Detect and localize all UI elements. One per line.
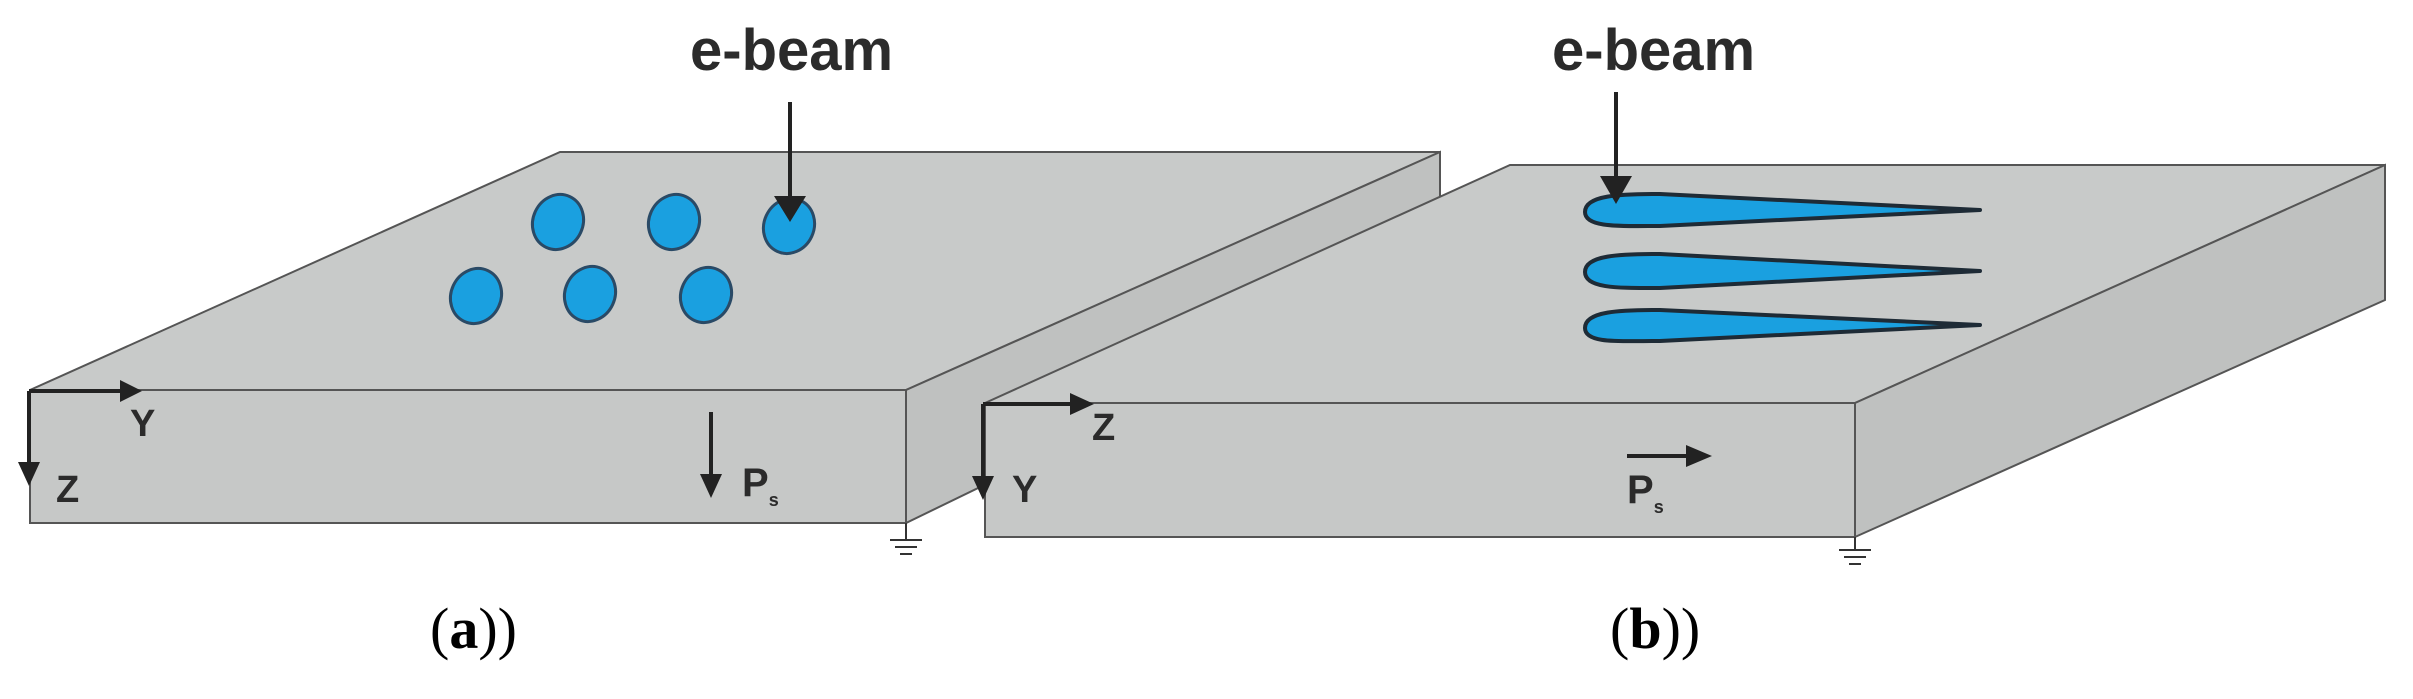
domain-dots bbox=[448, 193, 817, 325]
ps-arrowhead-b bbox=[1686, 445, 1712, 467]
e-beam-arrowhead-b bbox=[1600, 176, 1632, 204]
domain-dot bbox=[646, 193, 702, 251]
caption-a: (a)) bbox=[430, 596, 517, 661]
axis-v-arrowhead-b bbox=[972, 476, 994, 500]
axis-v-label-a: Z bbox=[56, 469, 79, 511]
ground-icon bbox=[1839, 537, 1871, 565]
axis-h-arrowhead-a bbox=[120, 380, 142, 402]
ground-icon bbox=[890, 523, 922, 555]
domain-dot bbox=[562, 265, 618, 323]
axis-h-label-b: Z bbox=[1092, 407, 1115, 449]
domain-needle bbox=[1583, 192, 1982, 229]
domain-needle bbox=[1583, 252, 1982, 291]
ps-arrowhead-a bbox=[700, 474, 722, 498]
domain-dot bbox=[678, 266, 734, 324]
panel-b: e-beam Z Y Ps (b)) bbox=[972, 18, 2386, 661]
slab-b-front bbox=[984, 402, 1856, 538]
axis-v-arrowhead-a bbox=[18, 462, 40, 486]
domain-needle bbox=[1583, 308, 1982, 344]
axis-h-arrowhead-b bbox=[1070, 393, 1094, 415]
e-beam-arrowhead-a bbox=[774, 196, 806, 222]
axis-h-label-a: Y bbox=[130, 403, 155, 445]
domain-dot bbox=[448, 267, 504, 325]
domain-needles bbox=[1583, 192, 1982, 344]
axis-v-label-b: Y bbox=[1012, 469, 1037, 511]
slab-a-front bbox=[29, 389, 907, 524]
polarization-label-b: Ps bbox=[1627, 468, 1664, 517]
e-beam-label-a: e-beam bbox=[690, 18, 893, 83]
domain-dot bbox=[530, 193, 586, 251]
polarization-label-a: Ps bbox=[742, 461, 779, 510]
caption-b: (b)) bbox=[1610, 596, 1700, 661]
e-beam-label-b: e-beam bbox=[1552, 18, 1755, 83]
